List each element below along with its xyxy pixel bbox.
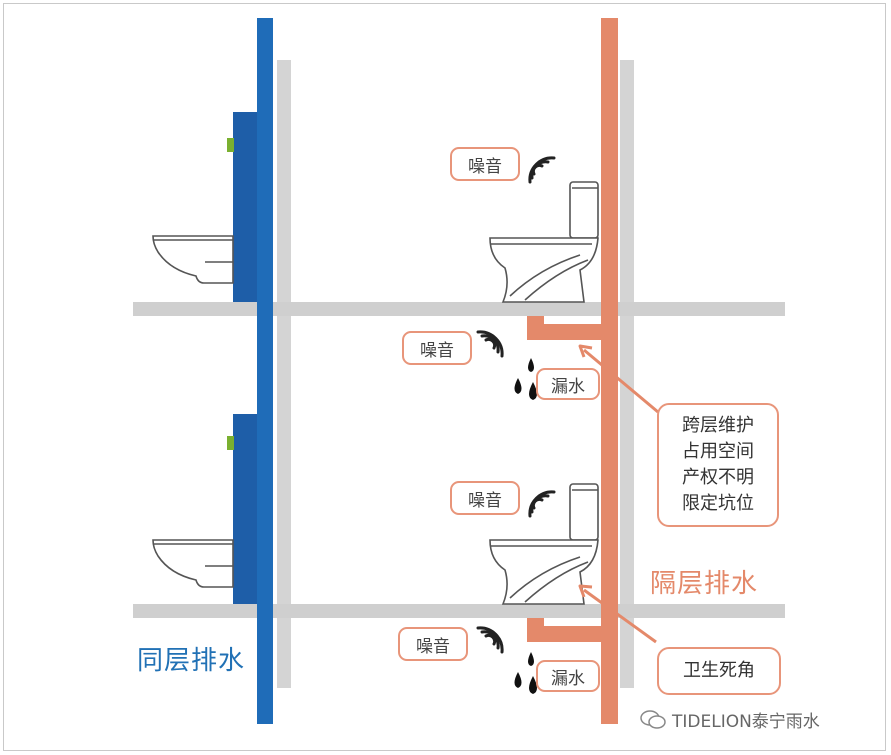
left-wall xyxy=(277,60,291,688)
problem-item: 产权不明 xyxy=(682,467,754,488)
sound-wave-icon xyxy=(476,626,504,654)
cross-floor-problems-note: 跨层维护 占用空间 产权不明 限定坑位 xyxy=(657,403,779,527)
upper-floor-slab xyxy=(133,302,785,316)
wechat-icon xyxy=(640,709,666,730)
same-floor-drain-stack xyxy=(257,18,273,724)
arrow-to-pipe-lower xyxy=(578,584,657,644)
watermark: TIDELION泰宁雨水 xyxy=(640,707,820,732)
problem-item: 占用空间 xyxy=(682,441,754,462)
cross-floor-label: 隔层排水 xyxy=(650,569,759,599)
right-wall xyxy=(620,60,634,688)
problem-item: 跨层维护 xyxy=(682,415,754,436)
concealed-cistern-lower xyxy=(233,414,257,604)
upper-s-trap-pipe xyxy=(527,316,601,340)
noise-tag-upper-toilet: 噪音 xyxy=(450,147,520,181)
watermark-text: TIDELION泰宁雨水 xyxy=(672,712,820,732)
problem-item: 限定坑位 xyxy=(682,493,754,514)
noise-tag-lower-pipe: 噪音 xyxy=(398,627,468,661)
arrow-to-pipe-upper xyxy=(578,344,659,414)
sound-wave-icon xyxy=(528,490,556,518)
floor-toilet-icon xyxy=(489,483,599,605)
flush-button-lower xyxy=(227,436,234,450)
concealed-cistern-upper xyxy=(233,112,257,302)
noise-tag-lower-toilet: 噪音 xyxy=(450,481,520,515)
lower-s-trap-pipe xyxy=(527,618,601,642)
flush-button-upper xyxy=(227,138,234,152)
water-drop-icon xyxy=(514,358,537,400)
wall-hung-toilet-icon xyxy=(152,539,234,588)
noise-tag-upper-pipe: 噪音 xyxy=(402,331,472,365)
same-floor-label: 同层排水 xyxy=(137,646,246,676)
leak-tag-lower: 漏水 xyxy=(536,660,600,692)
image-frame xyxy=(3,3,886,751)
leak-tag-upper: 漏水 xyxy=(536,368,600,400)
sound-wave-icon xyxy=(476,330,504,358)
sound-wave-icon xyxy=(528,156,556,184)
lower-floor-slab xyxy=(133,604,785,618)
dead-corner-note: 卫生死角 xyxy=(657,647,781,695)
water-drop-icon xyxy=(514,652,537,694)
floor-toilet-icon xyxy=(489,181,599,303)
wall-hung-toilet-icon xyxy=(152,235,234,284)
